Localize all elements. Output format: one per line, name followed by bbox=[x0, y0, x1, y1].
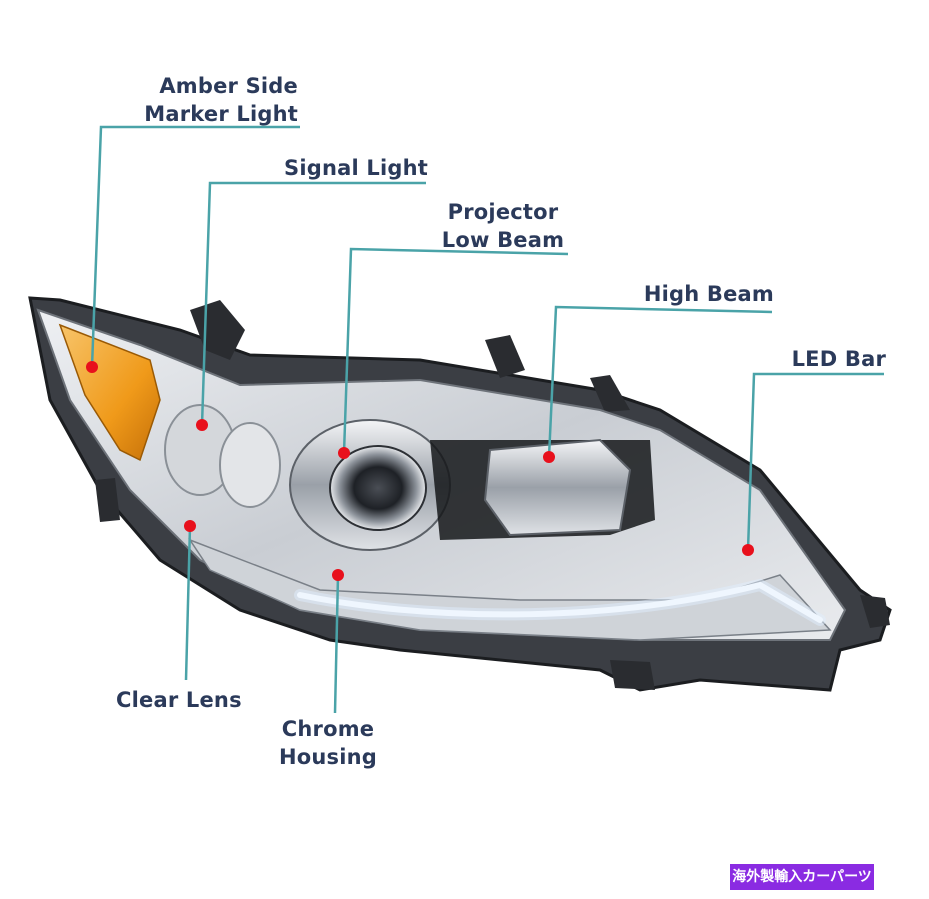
leader-led-bar bbox=[746, 372, 884, 551]
label-signal-light: Signal Light bbox=[284, 156, 428, 180]
label-clear-lens: Clear Lens bbox=[116, 688, 242, 712]
mount-tab-4 bbox=[860, 595, 890, 628]
mount-tab-3 bbox=[590, 375, 630, 412]
dot-clear-lens bbox=[184, 520, 196, 532]
dot-signal-light bbox=[196, 419, 208, 431]
label-led-bar: LED Bar bbox=[791, 347, 886, 371]
signal-light-reflector bbox=[164, 404, 281, 508]
dot-projector-low-beam bbox=[338, 447, 350, 459]
dot-led-bar bbox=[742, 544, 754, 556]
leader-projector-low-beam bbox=[342, 247, 569, 454]
leader-signal-light bbox=[200, 181, 426, 426]
mount-tab-2 bbox=[485, 335, 525, 378]
label-amber-side-marker: Amber Side Marker Light bbox=[144, 74, 298, 126]
mount-tab-6 bbox=[95, 478, 120, 522]
leader-amber-side-marker bbox=[90, 125, 300, 368]
dot-amber-side-marker bbox=[86, 361, 98, 373]
high-beam-reflector bbox=[483, 438, 632, 537]
amber-side-marker-lens bbox=[58, 323, 161, 462]
projector-lens bbox=[329, 445, 427, 531]
leader-clear-lens bbox=[184, 525, 192, 681]
leader-high-beam bbox=[547, 305, 773, 458]
led-light-bar-glow bbox=[294, 578, 826, 626]
mount-tab-5 bbox=[610, 660, 655, 690]
label-projector-low-beam: Projector Low Beam bbox=[441, 200, 565, 252]
watermark-badge: 海外製輸入カーパーツ bbox=[730, 864, 874, 890]
label-high-beam: High Beam bbox=[643, 282, 774, 306]
leader-chrome-housing bbox=[333, 574, 340, 714]
dot-chrome-housing bbox=[332, 569, 344, 581]
dot-high-beam bbox=[543, 451, 555, 463]
label-chrome-housing: Chrome Housing bbox=[278, 717, 378, 769]
chrome-lower-housing bbox=[188, 538, 832, 641]
leader-lines bbox=[90, 125, 884, 714]
marker-dots bbox=[86, 361, 754, 581]
